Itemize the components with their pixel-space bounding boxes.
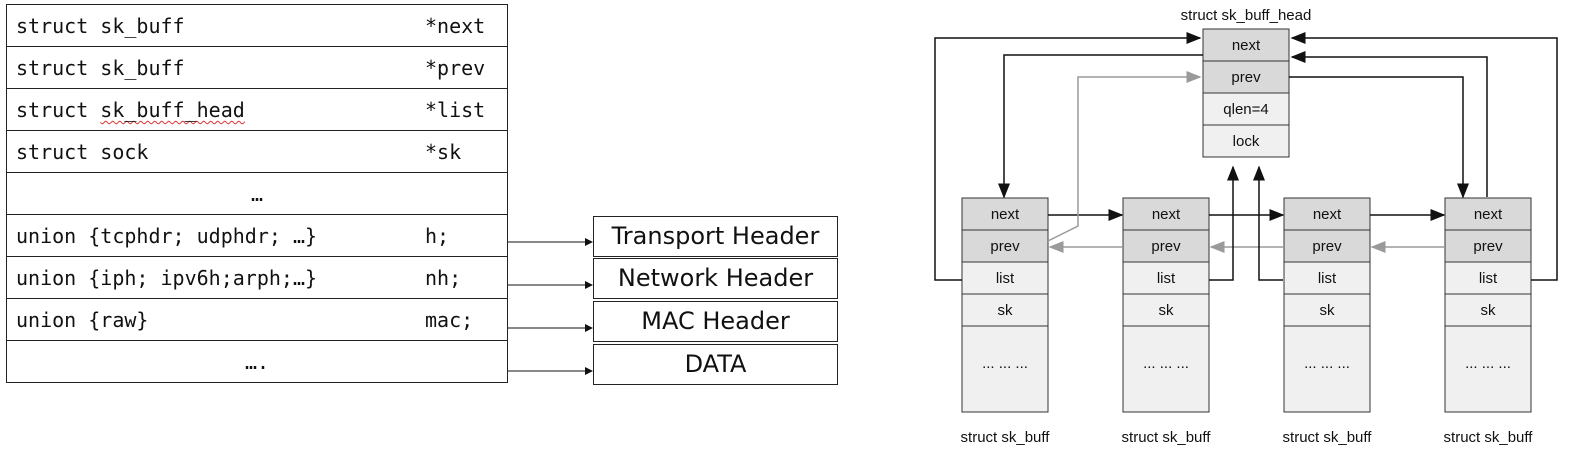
node-field-label: sk (1159, 302, 1175, 319)
node-field-cell (1283, 197, 1371, 231)
node1-list-arrow (934, 32, 1202, 281)
table-row: union {raw} mac; (6, 298, 508, 341)
ellipsis-row: … (250, 182, 264, 206)
sk-buff-head-block: next prev qlen=4 lock (1202, 28, 1290, 158)
transport-header-box: Transport Header (593, 216, 838, 257)
field-name: *prev (425, 56, 486, 80)
node-field-label: ... ... ... (1465, 355, 1511, 372)
mac-header-box: MAC Header (593, 301, 838, 342)
node-field-label: next (991, 206, 1020, 223)
node-field-label: next (1152, 206, 1181, 223)
node-field-label: ... ... ... (1304, 355, 1350, 372)
ellipsis-row: …. (244, 350, 270, 374)
list-arrows (934, 32, 1558, 281)
node-field-label: next (1474, 206, 1503, 223)
sk-buff-struct-table: struct sk_buff *next struct sk_buff *pre… (6, 4, 508, 383)
data-box: DATA (593, 344, 838, 385)
field-name: nh; (425, 266, 462, 290)
table-row: … (6, 172, 508, 215)
node-field-label: prev (1312, 238, 1342, 255)
node-field-cell (961, 325, 1049, 413)
node-field-cell (1122, 229, 1210, 263)
field-name: *list (425, 98, 486, 122)
field-type: union {raw} (16, 308, 149, 332)
table-row: struct sk_buff *next (6, 4, 508, 47)
field-name: h; (425, 224, 450, 248)
field-type: union {iph; ipv6h;arph;…} (16, 266, 318, 290)
node-field-cell (1283, 229, 1371, 263)
node-field-label: next (1313, 206, 1342, 223)
head-field-cell (1202, 92, 1290, 126)
node-field-cell (961, 261, 1049, 295)
node-field-label: list (1479, 270, 1498, 287)
field-type: union {tcphdr; udphdr; …} (16, 224, 318, 248)
node-field-label: ... ... ... (982, 355, 1028, 372)
table-row: struct sk_buff_head *list (6, 88, 508, 131)
type-name-misspelled: sk_buff_head (100, 98, 245, 122)
node-field-label: sk (1481, 302, 1497, 319)
head-field-label: next (1232, 37, 1261, 54)
node-field-cell (961, 293, 1049, 327)
node4-next-arrow (1290, 51, 1488, 197)
head-next-arrow (998, 54, 1203, 199)
node-field-cell (1444, 229, 1532, 263)
table-row: union {iph; ipv6h;arph;…} nh; (6, 256, 508, 299)
node-field-label: list (996, 270, 1015, 287)
node-label: struct sk_buff (961, 429, 1051, 446)
head-field-label: qlen=4 (1223, 101, 1268, 118)
table-row: struct sk_buff *prev (6, 46, 508, 89)
node-field-cell (1283, 261, 1371, 295)
node-field-label: prev (990, 238, 1020, 255)
field-name: *next (425, 14, 486, 38)
node-field-label: sk (1320, 302, 1336, 319)
node-field-cell (1122, 261, 1210, 295)
network-header-box: Network Header (593, 258, 838, 299)
node-field-cell (1444, 325, 1532, 413)
node-field-cell (1122, 325, 1210, 413)
node-field-cell (1283, 325, 1371, 413)
field-type: struct sk_buff (16, 14, 185, 38)
field-name: mac; (425, 308, 474, 332)
head-field-label: lock (1233, 133, 1260, 150)
node-field-label: prev (1473, 238, 1503, 255)
node3-list-arrow (1253, 165, 1283, 281)
type-prefix: struct (16, 98, 101, 122)
node-field-label: list (1318, 270, 1337, 287)
header-pointer-arrows (508, 238, 593, 375)
field-type: struct sk_buff_head (16, 98, 245, 122)
head-field-cell (1202, 124, 1290, 158)
sk-buff-nodes: next prev list sk ... ... ... struct sk_buff n… (961, 197, 1534, 446)
head-title: struct sk_buff_head (1181, 7, 1312, 24)
field-name: *sk (425, 140, 462, 164)
node-field-label: list (1157, 270, 1176, 287)
node-field-label: ... ... ... (1143, 355, 1189, 372)
head-field-label: prev (1231, 69, 1261, 86)
table-row: …. (6, 340, 508, 383)
node4-list-arrow (1290, 32, 1558, 281)
node-field-label: prev (1151, 238, 1181, 255)
node-field-cell (961, 229, 1049, 263)
node-field-cell (1122, 293, 1210, 327)
node2-list-arrow (1209, 165, 1239, 281)
node-field-label: sk (998, 302, 1014, 319)
node-label: struct sk_buff (1122, 429, 1212, 446)
field-type: struct sock (16, 140, 149, 164)
node-label: struct sk_buff (1444, 429, 1534, 446)
head-field-cell (1202, 60, 1290, 94)
node-label: struct sk_buff (1283, 429, 1373, 446)
node-field-cell (1444, 293, 1532, 327)
head-field-cell (1202, 28, 1290, 62)
head-prev-arrow (1289, 76, 1469, 199)
node1-prev-arrow (1047, 71, 1202, 242)
node-field-cell (1444, 261, 1532, 295)
field-type: struct sk_buff (16, 56, 185, 80)
